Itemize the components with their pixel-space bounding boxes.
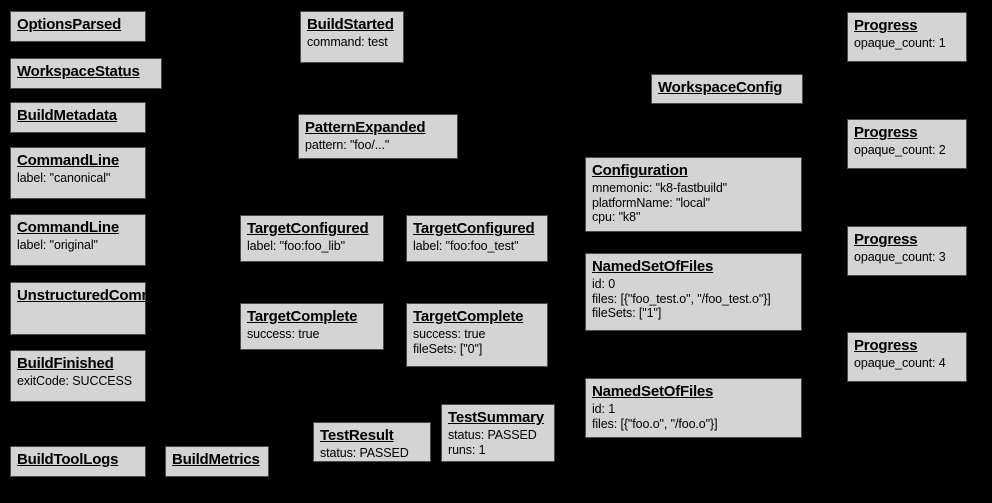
node-build-tool-logs[interactable]: BuildToolLogs (10, 446, 146, 477)
node-title: TargetComplete (247, 308, 358, 325)
node-field: label: "foo:foo_test" (413, 238, 519, 253)
node-field: opaque_count: 4 (854, 355, 946, 370)
node-field: pattern: "foo/..." (305, 137, 390, 152)
node-field: opaque_count: 2 (854, 142, 946, 157)
node-field: label: "foo:foo_lib" (247, 238, 345, 253)
node-field: opaque_count: 3 (854, 249, 946, 264)
node-field: status: PASSED (448, 427, 537, 442)
node-title: CommandLine (17, 219, 119, 236)
node-title: BuildMetrics (172, 451, 260, 468)
node-fields: exitCode: SUCCESS (17, 374, 139, 389)
node-fields: opaque_count: 4 (854, 356, 960, 371)
node-field: label: "canonical" (17, 170, 111, 185)
node-field: opaque_count: 1 (854, 35, 946, 50)
node-field: exitCode: SUCCESS (17, 373, 133, 388)
node-field: files: [{"foo_test.o", "/foo_test.o"}] (592, 291, 771, 306)
node-field: success: true (247, 326, 320, 341)
node-title: TestSummary (448, 409, 544, 426)
node-title: BuildStarted (307, 16, 394, 33)
node-title: Progress (854, 124, 918, 141)
node-title: WorkspaceStatus (17, 63, 140, 80)
node-workspace-config[interactable]: WorkspaceConfig (651, 74, 803, 104)
node-title: TestResult (320, 427, 394, 444)
node-title: OptionsParsed (17, 16, 122, 33)
node-title: CommandLine (17, 152, 119, 169)
node-fields: pattern: "foo/..." (305, 138, 451, 153)
node-title: BuildFinished (17, 355, 114, 372)
node-fields: command: test (307, 35, 397, 50)
node-field: runs: 1 (448, 442, 486, 457)
node-field: fileSets: ["1"] (592, 306, 662, 321)
node-field: success: true (413, 326, 486, 341)
node-title: NamedSetOfFiles (592, 258, 714, 275)
node-build-metadata[interactable]: BuildMetadata (10, 102, 146, 133)
node-field: id: 1 (592, 401, 616, 416)
node-title: Configuration (592, 162, 688, 179)
node-title: TargetConfigured (413, 220, 535, 237)
node-fields: label: "original" (17, 238, 139, 253)
node-field: cpu: "k8" (592, 210, 641, 225)
node-field: command: test (307, 34, 388, 49)
node-field: fileSets: ["0"] (413, 341, 483, 356)
node-title: BuildToolLogs (17, 451, 119, 468)
node-build-metrics[interactable]: BuildMetrics (165, 446, 269, 477)
node-title: WorkspaceConfig (658, 79, 783, 96)
node-unstructured-command-line[interactable]: UnstructuredCommandLine (10, 282, 211, 335)
node-title: PatternExpanded (305, 119, 426, 136)
node-fields: status: PASSED (320, 446, 424, 461)
node-title: TargetConfigured (247, 220, 369, 237)
node-field: platformName: "local" (592, 195, 710, 210)
node-workspace-status[interactable]: WorkspaceStatus (10, 58, 162, 89)
node-field: status: PASSED (320, 445, 409, 460)
node-field: id: 0 (592, 276, 616, 291)
node-title: UnstructuredCommandLine (17, 287, 211, 304)
node-title: Progress (854, 17, 918, 34)
node-fields: label: "foo:foo_test" (413, 239, 541, 254)
node-fields: opaque_count: 1 (854, 36, 960, 51)
node-fields: mnemonic: "k8-fastbuild"platformName: "l… (592, 181, 795, 225)
node-fields: label: "foo:foo_lib" (247, 239, 377, 254)
node-fields: success: true (247, 327, 377, 342)
node-title: BuildMetadata (17, 107, 117, 124)
node-title: TargetComplete (413, 308, 524, 325)
node-title: Progress (854, 231, 918, 248)
node-fields: opaque_count: 3 (854, 250, 960, 265)
node-fields: opaque_count: 2 (854, 143, 960, 158)
node-field: label: "original" (17, 237, 98, 252)
node-title: NamedSetOfFiles (592, 383, 714, 400)
node-fields: label: "canonical" (17, 171, 139, 186)
node-field: files: [{"foo.o", "/foo.o"}] (592, 416, 718, 431)
node-title: Progress (854, 337, 918, 354)
node-options-parsed[interactable]: OptionsParsed (10, 11, 146, 42)
node-field: mnemonic: "k8-fastbuild" (592, 180, 728, 195)
